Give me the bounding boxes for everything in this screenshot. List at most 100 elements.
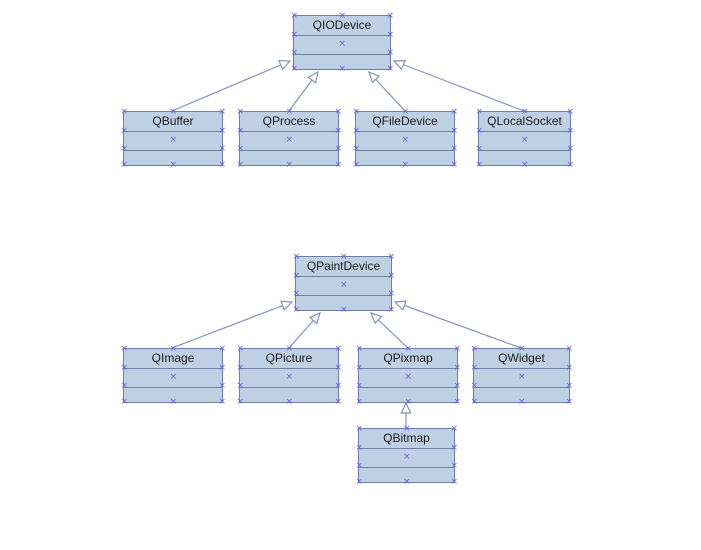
uml-attributes-compartment[interactable] — [240, 369, 338, 388]
selection-handle[interactable] — [471, 383, 478, 390]
selection-handle[interactable] — [356, 445, 363, 452]
selection-handle[interactable] — [451, 146, 458, 153]
selection-handle[interactable] — [388, 254, 395, 261]
selection-handle[interactable] — [402, 137, 409, 144]
selection-handle[interactable] — [402, 109, 409, 116]
selection-handle[interactable] — [454, 383, 461, 390]
uml-attributes-compartment[interactable] — [294, 36, 390, 55]
selection-handle[interactable] — [237, 383, 244, 390]
selection-handle[interactable] — [356, 346, 363, 353]
selection-handle[interactable] — [388, 307, 395, 314]
selection-handle[interactable] — [402, 162, 409, 169]
selection-handle[interactable] — [387, 66, 394, 73]
selection-handle[interactable] — [237, 146, 244, 153]
selection-handle[interactable] — [521, 109, 528, 116]
selection-handle[interactable] — [237, 109, 244, 116]
selection-handle[interactable] — [476, 146, 483, 153]
selection-handle[interactable] — [121, 146, 128, 153]
selection-handle[interactable] — [403, 454, 410, 461]
generalization-edge[interactable] — [370, 312, 409, 349]
selection-handle[interactable] — [339, 66, 346, 73]
selection-handle[interactable] — [454, 365, 461, 372]
selection-handle[interactable] — [286, 109, 293, 116]
uml-class-qbuffer[interactable]: QBuffer — [123, 111, 223, 166]
uml-class-qpixmap[interactable]: QPixmap — [358, 348, 458, 403]
selection-handle[interactable] — [121, 162, 128, 169]
selection-handle[interactable] — [291, 32, 298, 39]
selection-handle[interactable] — [293, 307, 300, 314]
uml-class-qimage[interactable]: QImage — [123, 348, 223, 403]
selection-handle[interactable] — [121, 109, 128, 116]
selection-handle[interactable] — [340, 254, 347, 261]
selection-handle[interactable] — [471, 346, 478, 353]
selection-handle[interactable] — [170, 109, 177, 116]
selection-handle[interactable] — [219, 109, 226, 116]
selection-handle[interactable] — [403, 426, 410, 433]
selection-handle[interactable] — [237, 346, 244, 353]
selection-handle[interactable] — [237, 399, 244, 406]
selection-handle[interactable] — [387, 50, 394, 57]
selection-handle[interactable] — [521, 162, 528, 169]
generalization-edge[interactable] — [171, 60, 291, 112]
selection-handle[interactable] — [353, 109, 360, 116]
selection-handle[interactable] — [451, 445, 458, 452]
uml-attributes-compartment[interactable] — [474, 369, 569, 388]
generalization-edge[interactable] — [394, 301, 522, 349]
selection-handle[interactable] — [286, 346, 293, 353]
selection-handle[interactable] — [451, 479, 458, 486]
selection-handle[interactable] — [356, 479, 363, 486]
selection-handle[interactable] — [476, 162, 483, 169]
selection-handle[interactable] — [286, 137, 293, 144]
selection-handle[interactable] — [403, 479, 410, 486]
selection-handle[interactable] — [405, 374, 412, 381]
uml-attributes-compartment[interactable] — [359, 449, 454, 468]
uml-class-qlocalsocket[interactable]: QLocalSocket — [478, 111, 571, 166]
generalization-edge[interactable] — [393, 60, 525, 112]
selection-handle[interactable] — [293, 291, 300, 298]
selection-handle[interactable] — [339, 41, 346, 48]
selection-handle[interactable] — [356, 463, 363, 470]
uml-class-qpicture[interactable]: QPicture — [239, 348, 339, 403]
selection-handle[interactable] — [454, 346, 461, 353]
uml-class-qpaintdevice[interactable]: QPaintDevice — [295, 256, 392, 311]
selection-handle[interactable] — [476, 109, 483, 116]
selection-handle[interactable] — [170, 162, 177, 169]
selection-handle[interactable] — [353, 162, 360, 169]
selection-handle[interactable] — [335, 399, 342, 406]
uml-class-qiodevice[interactable]: QIODevice — [293, 15, 391, 70]
selection-handle[interactable] — [121, 383, 128, 390]
selection-handle[interactable] — [170, 374, 177, 381]
uml-class-qfiledevice[interactable]: QFileDevice — [355, 111, 455, 166]
selection-handle[interactable] — [219, 383, 226, 390]
selection-handle[interactable] — [219, 162, 226, 169]
selection-handle[interactable] — [518, 399, 525, 406]
selection-handle[interactable] — [219, 346, 226, 353]
selection-handle[interactable] — [335, 109, 342, 116]
selection-handle[interactable] — [454, 399, 461, 406]
selection-handle[interactable] — [356, 365, 363, 372]
selection-handle[interactable] — [451, 128, 458, 135]
selection-handle[interactable] — [387, 13, 394, 20]
selection-handle[interactable] — [293, 254, 300, 261]
selection-handle[interactable] — [476, 128, 483, 135]
selection-handle[interactable] — [219, 146, 226, 153]
selection-handle[interactable] — [566, 346, 573, 353]
selection-handle[interactable] — [121, 399, 128, 406]
uml-attributes-compartment[interactable] — [356, 132, 454, 151]
uml-attributes-compartment[interactable] — [124, 369, 222, 388]
selection-handle[interactable] — [237, 162, 244, 169]
selection-handle[interactable] — [219, 128, 226, 135]
uml-class-qbitmap[interactable]: QBitmap — [358, 428, 455, 483]
selection-handle[interactable] — [237, 128, 244, 135]
selection-handle[interactable] — [566, 365, 573, 372]
uml-attributes-compartment[interactable] — [240, 132, 338, 151]
selection-handle[interactable] — [219, 399, 226, 406]
selection-handle[interactable] — [286, 374, 293, 381]
uml-attributes-compartment[interactable] — [479, 132, 570, 151]
selection-handle[interactable] — [356, 383, 363, 390]
selection-handle[interactable] — [566, 383, 573, 390]
selection-handle[interactable] — [518, 346, 525, 353]
selection-handle[interactable] — [340, 307, 347, 314]
selection-handle[interactable] — [121, 346, 128, 353]
